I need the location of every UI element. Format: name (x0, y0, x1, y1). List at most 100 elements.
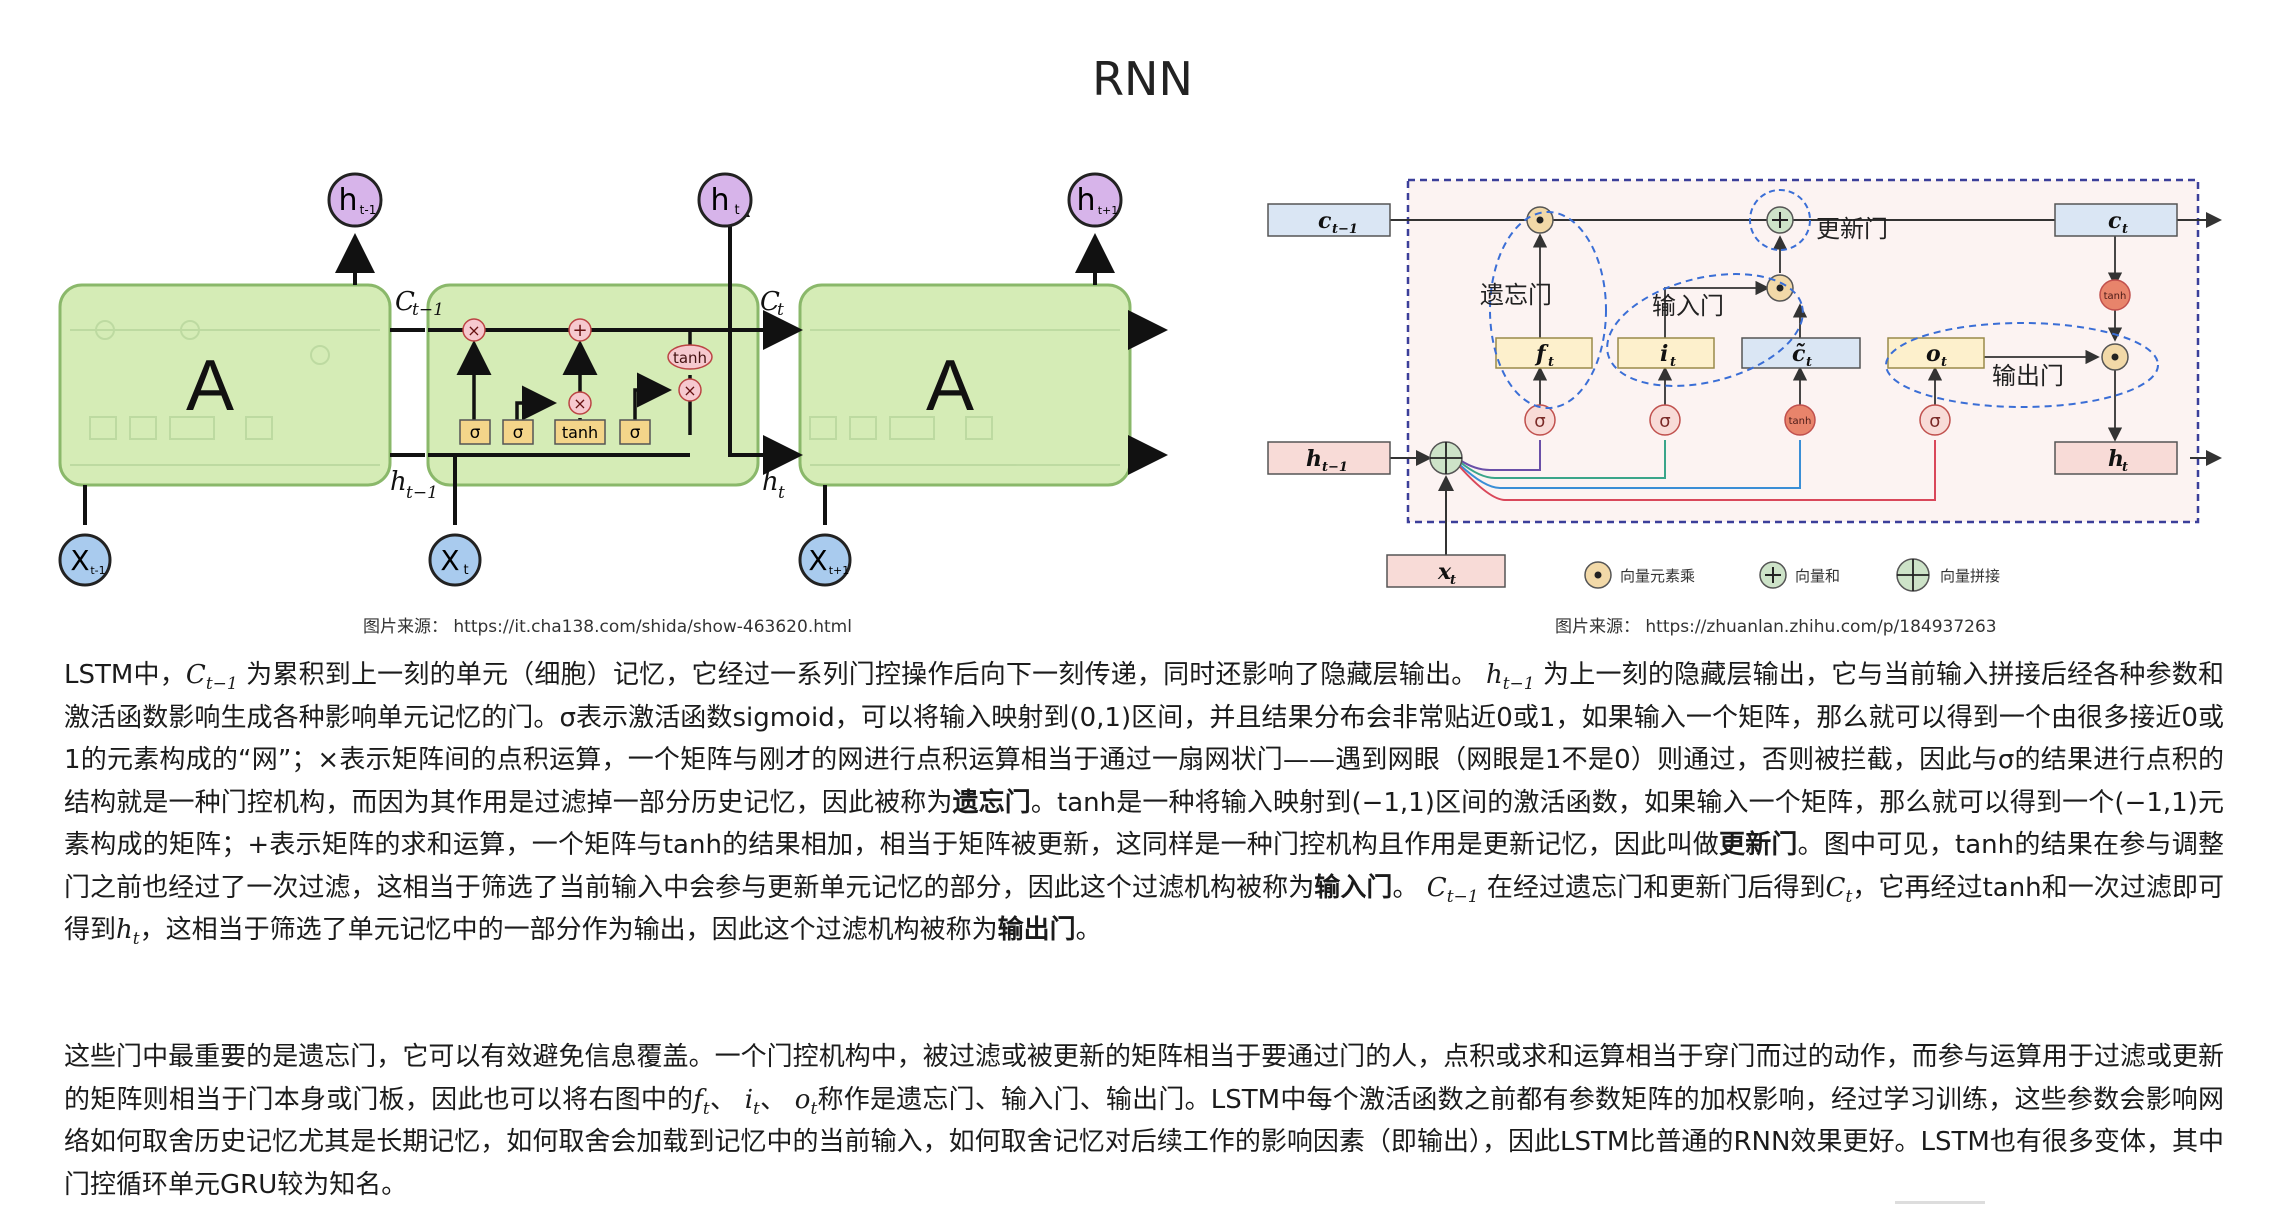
label-h-next: h (762, 467, 779, 497)
svg-text:×: × (467, 321, 480, 340)
svg-text:t-1: t-1 (360, 203, 377, 217)
explanation-paragraph-1: LSTM中，Ct−1 为累积到上一刻的单元（细胞）记忆，它经过一系列门控操作后向… (64, 660, 2225, 950)
svg-text:c: c (1318, 208, 1332, 234)
gate-sigma-input (502, 419, 534, 445)
box-h-t (2054, 441, 2178, 475)
svg-text:tanh: tanh (1789, 416, 1812, 427)
box-f-t (1495, 337, 1593, 369)
cell-label-right: A (926, 346, 974, 426)
svg-text:x: x (1437, 559, 1452, 585)
svg-text:tanh: tanh (673, 349, 707, 367)
box-x-t (1386, 554, 1506, 588)
right-figure-caption: 图片来源： https://zhuanlan.zhihu.com/p/18493… (1555, 617, 1997, 637)
svg-text:σ: σ (513, 423, 524, 443)
label-forget-gate: 遗忘门 (1480, 281, 1552, 309)
tanh-output (2099, 279, 2131, 311)
svg-text:t+1: t+1 (829, 564, 850, 577)
cell-right (798, 283, 1132, 487)
lstm-chain-diagram: A A × + × × tanh σ σ tanh σ h t-1 (58, 172, 1168, 587)
svg-text:t-1: t-1 (90, 564, 105, 577)
box-c-t (2054, 203, 2178, 237)
svg-text:t: t (778, 483, 785, 503)
svg-text:h: h (338, 183, 357, 218)
label-h-prev: h (390, 467, 407, 497)
svg-text:X: X (808, 544, 827, 577)
x-input-next: X t+1 (798, 533, 852, 587)
svg-text:+: + (572, 320, 587, 341)
label-update-gate: 更新门 (1816, 215, 1888, 243)
svg-text:t: t (1548, 355, 1554, 370)
label-output-gate: 输出门 (1992, 362, 2064, 390)
svg-text:t−1: t−1 (406, 483, 438, 503)
term-output-gate: 输出门 (997, 915, 1076, 945)
svg-text:h: h (2108, 446, 2124, 472)
svg-text:X: X (440, 544, 459, 577)
label-c-prev: C (395, 287, 415, 317)
svg-text:σ: σ (1659, 411, 1670, 432)
label-c-next: C (760, 287, 780, 317)
svg-text:h: h (710, 183, 729, 218)
x-input-current: X t (428, 533, 482, 587)
svg-text:t−1: t−1 (1332, 222, 1358, 237)
h-output-prev: h t-1 (327, 172, 383, 228)
svg-text:i: i (1660, 341, 1668, 367)
svg-text:t: t (463, 563, 468, 578)
op-times-forget (462, 318, 486, 342)
svg-text:t: t (2122, 460, 2128, 475)
svg-text:t: t (1450, 573, 1456, 588)
svg-text:σ: σ (630, 423, 641, 443)
svg-text:c: c (2108, 208, 2122, 234)
x-input-prev: X t-1 (58, 533, 112, 587)
svg-text:X: X (70, 544, 89, 577)
op-times-input (568, 391, 592, 415)
svg-text:tanh: tanh (562, 423, 598, 442)
box-c-prev (1267, 203, 1391, 237)
cell-label-left: A (186, 346, 234, 426)
svg-text:t: t (777, 300, 784, 320)
watermark-mark (1895, 1201, 1985, 1218)
sigma-input (1649, 404, 1681, 436)
svg-text:t+1: t+1 (1098, 204, 1119, 217)
svg-text:o: o (1926, 341, 1941, 367)
svg-text:t: t (1941, 355, 1947, 370)
gate-sigma-forget (459, 419, 491, 445)
svg-text:σ: σ (1929, 411, 1940, 432)
sigma-forget (1524, 404, 1556, 436)
svg-text:×: × (573, 394, 586, 413)
svg-text:h: h (1076, 183, 1095, 218)
box-h-prev (1267, 441, 1391, 475)
svg-text:t: t (1670, 355, 1676, 370)
svg-text:f: f (1534, 341, 1549, 367)
h-output-current: h t (697, 172, 753, 228)
op-tanh (667, 344, 713, 370)
svg-text:t: t (1806, 355, 1812, 370)
gate-tanh (554, 419, 606, 445)
tanh-candidate (1784, 404, 1816, 436)
svg-text:σ: σ (1534, 411, 1545, 432)
left-figure-caption: 图片来源： https://it.cha138.com/shida/show-4… (363, 617, 852, 637)
svg-text:×: × (683, 381, 696, 400)
label-input-gate: 输入门 (1652, 292, 1724, 320)
h-output-next: h t+1 (1067, 172, 1123, 228)
term-forget-gate: 遗忘门 (952, 787, 1031, 818)
sigma-output (1919, 404, 1951, 436)
term-update-gate: 更新门 (1718, 830, 1798, 860)
cell-left (58, 283, 392, 487)
svg-text:向量元素乘: 向量元素乘 (1620, 567, 1695, 585)
svg-text:t: t (2122, 222, 2128, 237)
svg-text:t: t (734, 203, 739, 218)
svg-text:t−1: t−1 (412, 300, 444, 320)
op-times-output (678, 378, 702, 402)
gate-sigma-output (619, 419, 651, 445)
forget-gate-group (1489, 211, 1607, 409)
op-plus (568, 318, 592, 342)
svg-text:t−1: t−1 (1322, 460, 1348, 475)
box-i-t (1617, 337, 1715, 369)
svg-text:c̃: c̃ (1792, 341, 1806, 367)
svg-text:h: h (1306, 446, 1322, 472)
svg-text:向量和: 向量和 (1795, 567, 1840, 585)
term-input-gate: 输入门 (1314, 872, 1393, 903)
update-gate-group (1749, 189, 1811, 251)
svg-text:向量拼接: 向量拼接 (1940, 567, 2000, 585)
svg-text:σ: σ (470, 423, 481, 443)
